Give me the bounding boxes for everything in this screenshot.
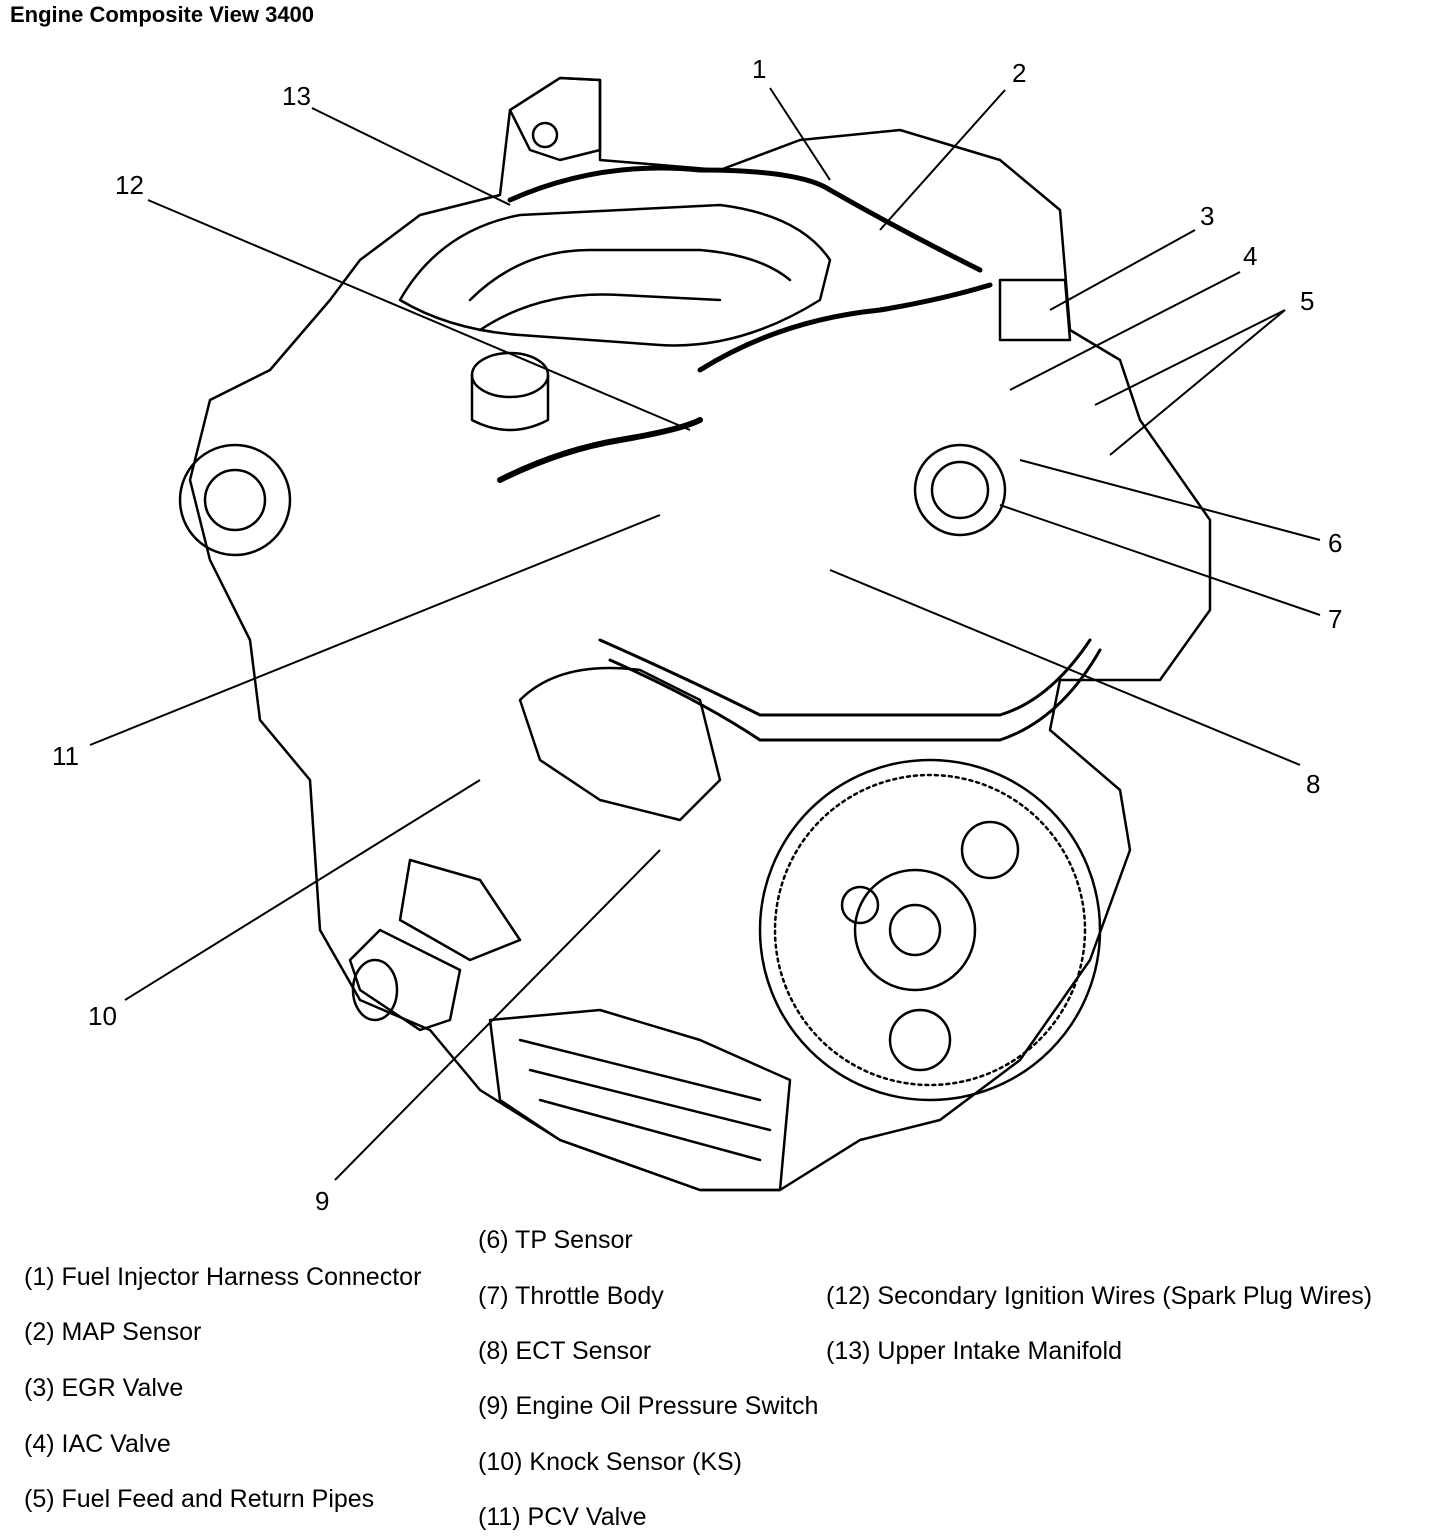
- callout-3: 3: [1200, 201, 1214, 231]
- legend-item-11: (11) PCV Valve: [478, 1503, 647, 1531]
- leader-line-12: [147, 199, 691, 431]
- flywheel: [758, 758, 1102, 1102]
- legend-item-4: (4) IAC Valve: [24, 1430, 171, 1458]
- leader-line-1: [769, 87, 831, 181]
- diagram-title: Engine Composite View 3400: [10, 2, 315, 27]
- callout-4: 4: [1243, 241, 1257, 271]
- legend-item-13: (13) Upper Intake Manifold: [826, 1337, 1122, 1365]
- coolant-hose: [497, 417, 703, 483]
- callout-7: 7: [1328, 604, 1342, 634]
- leader-line-6: [1019, 459, 1321, 541]
- lift-bracket: [508, 76, 602, 162]
- callout-5: 5: [1300, 286, 1314, 316]
- leader-line-8: [829, 569, 1301, 766]
- legend-item-6: (6) TP Sensor: [478, 1226, 633, 1254]
- legend-item-8: (8) ECT Sensor: [478, 1337, 652, 1365]
- engine-block-outline: [188, 76, 1212, 1192]
- upper-intake-manifold: [398, 203, 832, 347]
- oil-filler-cap: [470, 351, 550, 399]
- legend-item-7: (7) Throttle Body: [478, 1282, 664, 1310]
- callout-12: 12: [115, 170, 144, 200]
- callout-2: 2: [1012, 58, 1026, 88]
- leader-line-13: [311, 107, 511, 206]
- wiring-harness: [507, 165, 983, 273]
- callout-9: 9: [315, 1186, 329, 1216]
- leader-line-7: [999, 504, 1321, 616]
- legend-item-9: (9) Engine Oil Pressure Switch: [478, 1392, 819, 1420]
- callout-10: 10: [88, 1001, 117, 1031]
- legend-item-2: (2) MAP Sensor: [24, 1318, 202, 1346]
- legend-item-1: (1) Fuel Injector Harness Connector: [24, 1263, 422, 1291]
- leader-line-5b: [1109, 309, 1286, 456]
- engine-illustration: 1 2 3 4 5 6 7 8 9 10 11 12 13: [52, 54, 1342, 1216]
- leader-line-9: [334, 849, 661, 1181]
- callout-1: 1: [752, 54, 766, 84]
- legend-item-5: (5) Fuel Feed and Return Pipes: [24, 1485, 375, 1513]
- leader-line-4: [1009, 271, 1241, 391]
- throttle-body: [913, 443, 1007, 537]
- exhaust-manifold: [518, 666, 722, 822]
- oil-pan: [488, 1008, 792, 1192]
- legend-item-10: (10) Knock Sensor (KS): [478, 1448, 742, 1476]
- leader-line-10: [124, 779, 481, 1001]
- leader-line-5a: [1094, 309, 1286, 406]
- oil-filter: [348, 928, 462, 1032]
- callout-13: 13: [282, 81, 311, 111]
- callout-6: 6: [1328, 528, 1342, 558]
- leader-line-2: [879, 89, 1006, 231]
- callout-8: 8: [1306, 769, 1320, 799]
- legend-item-3: (3) EGR Valve: [24, 1374, 184, 1402]
- crankshaft-pulley: [178, 443, 292, 557]
- egr-valve: [998, 278, 1072, 342]
- legend-item-12: (12) Secondary Ignition Wires (Spark Plu…: [826, 1282, 1373, 1310]
- leader-line-11: [89, 514, 661, 746]
- leader-line-3: [1049, 229, 1196, 311]
- callout-11: 11: [52, 741, 79, 771]
